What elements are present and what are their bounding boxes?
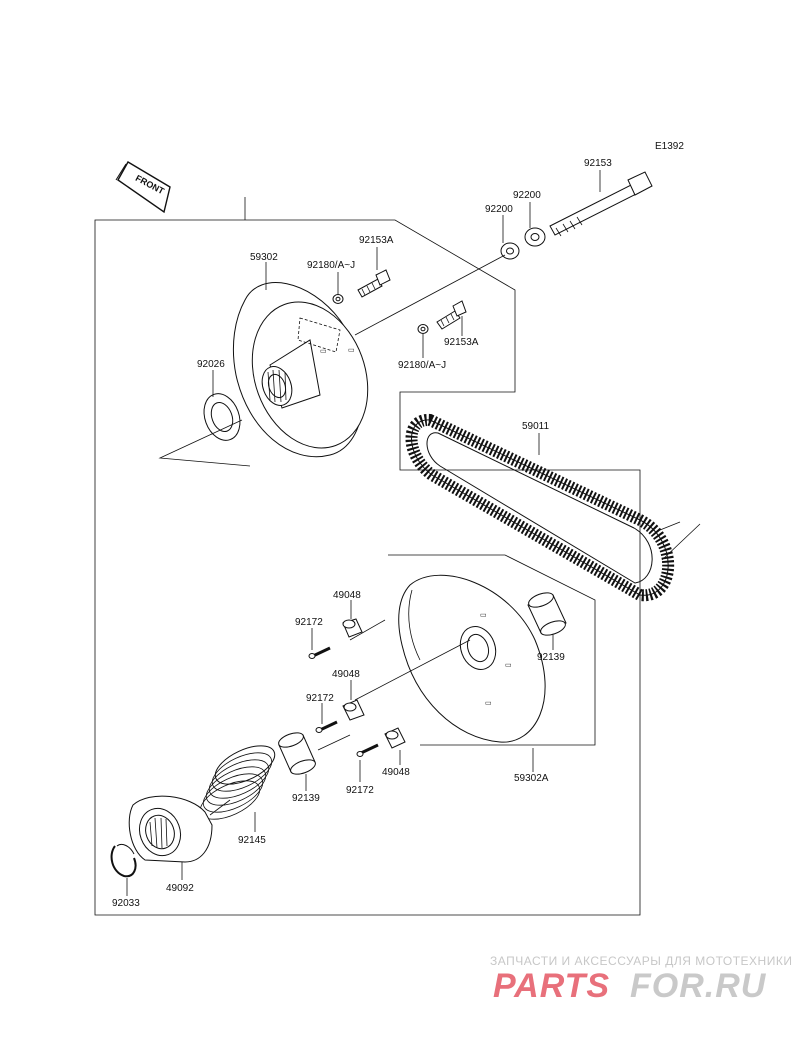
movable-sheave-part: ▭ ▭ ▭ xyxy=(354,574,546,772)
washer-92180-bottom xyxy=(417,324,429,358)
label-92153: 92153 xyxy=(584,158,612,169)
cam-49092 xyxy=(128,795,231,880)
weight-49048-bottom xyxy=(384,727,406,765)
label-92139-left: 92139 xyxy=(292,793,320,804)
assembly-frame xyxy=(94,219,641,916)
fixed-sheave-part: ▭ ▭ xyxy=(232,254,506,458)
label-92145: 92145 xyxy=(238,835,266,846)
diagram-code: E1392 xyxy=(655,141,684,152)
spring-92145 xyxy=(199,745,276,832)
label-92172-top: 92172 xyxy=(295,617,323,628)
washer-92180-top xyxy=(332,272,344,304)
label-92200-right: 92200 xyxy=(513,190,541,201)
label-59011: 59011 xyxy=(522,421,550,432)
label-92139-right: 92139 xyxy=(537,652,565,663)
svg-text:▭: ▭ xyxy=(480,612,487,619)
screw-92172-mid xyxy=(315,703,338,733)
svg-text:▭: ▭ xyxy=(505,662,512,669)
label-92200-left: 92200 xyxy=(485,204,513,215)
svg-text:▭: ▭ xyxy=(320,348,327,355)
svg-text:▭: ▭ xyxy=(485,700,492,707)
spacer-ring-92026 xyxy=(203,370,241,441)
label-49048-mid: 49048 xyxy=(332,669,360,680)
label-49048-top: 49048 xyxy=(333,590,361,601)
label-92180-top: 92180/A~J xyxy=(307,260,355,271)
watermark-brand-part-2: FOR.RU xyxy=(630,967,767,1005)
label-59302: 59302 xyxy=(250,252,278,263)
washer-92200-left xyxy=(500,215,520,260)
belt-guide-lines xyxy=(659,521,701,561)
label-92033: 92033 xyxy=(112,898,140,909)
weight-49048-mid xyxy=(342,680,365,721)
label-92172-mid: 92172 xyxy=(306,693,334,704)
label-59302A: 59302A xyxy=(514,773,549,784)
label-92153A-bottom: 92153A xyxy=(444,337,479,348)
label-92153A-top: 92153A xyxy=(359,235,394,246)
watermark-subtitle: ЗАПЧАСТИ И АКСЕССУАРЫ ДЛЯ МОТОТЕХНИКИ xyxy=(490,954,792,968)
snap-ring-92033 xyxy=(110,843,137,896)
screw-92172-bottom xyxy=(356,743,379,782)
long-bolt-part xyxy=(549,170,653,237)
bolt-92153A-top xyxy=(357,247,391,298)
drive-belt-part xyxy=(405,414,675,602)
washer-92200-right xyxy=(524,202,546,247)
label-49048-bottom: 49048 xyxy=(382,767,410,778)
label-92172-bottom: 92172 xyxy=(346,785,374,796)
label-92026: 92026 xyxy=(197,359,225,370)
bushing-92139-left xyxy=(278,732,351,791)
watermark: ЗАПЧАСТИ И АКСЕССУАРЫ ДЛЯ МОТОТЕХНИКИ PA… xyxy=(490,954,792,1005)
screw-92172-top xyxy=(308,628,331,659)
svg-text:▭: ▭ xyxy=(348,347,355,354)
sheave-axis-guide xyxy=(158,419,251,467)
bolt-92153A-bottom xyxy=(436,300,467,336)
sheave-subgroup-bracket xyxy=(388,554,596,746)
weight-49048-top xyxy=(342,600,386,641)
watermark-brand-part-1: PARTS xyxy=(493,967,610,1005)
label-92180-bottom: 92180/A~J xyxy=(398,360,446,371)
front-direction-arrow: FRONT xyxy=(115,161,171,214)
label-49092: 49092 xyxy=(166,883,194,894)
bushing-92139-right xyxy=(527,592,567,650)
